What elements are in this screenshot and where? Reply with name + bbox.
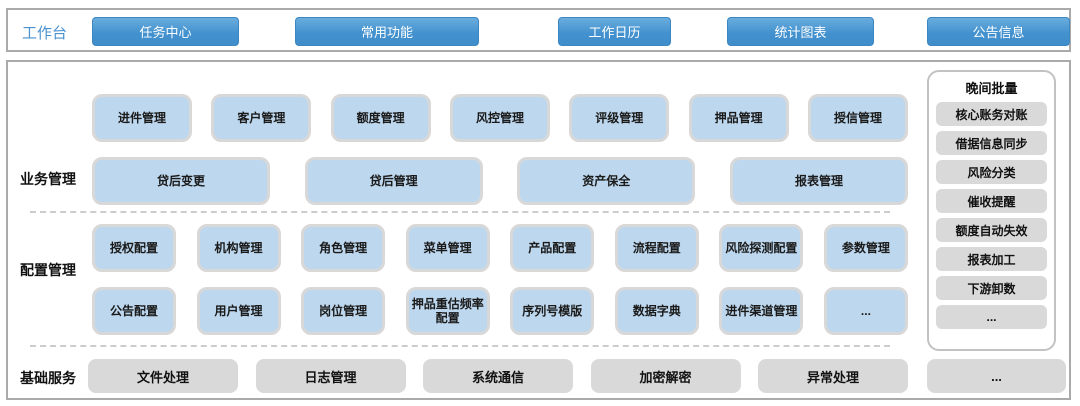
workbench-label: 工作台 <box>22 25 68 42</box>
module-box-more: ... <box>823 287 908 335</box>
batch-item: 风险分类 <box>936 160 1047 184</box>
batch-item: 催收提醒 <box>936 189 1047 213</box>
service-box: 日志管理 <box>255 359 406 393</box>
module-box: 数据字典 <box>614 287 699 335</box>
night-batch-title: 晚间批量 <box>965 81 1018 96</box>
module-box: 机构管理 <box>196 224 281 272</box>
batch-item: 报表加工 <box>936 247 1047 271</box>
module-box: 评级管理 <box>569 94 670 142</box>
section-divider <box>30 345 890 347</box>
module-box: 产品配置 <box>510 224 595 272</box>
service-box-more: ... <box>927 359 1066 393</box>
module-map-panel: 业务管理 配置管理 基础服务 进件管理 客户管理 额度管理 风控管理 评级管理 … <box>6 60 1071 400</box>
base-services-label: 基础服务 <box>20 370 76 386</box>
section-divider <box>30 211 890 213</box>
workbench-button-task-center[interactable]: 任务中心 <box>92 17 239 46</box>
module-box: 押品管理 <box>688 94 789 142</box>
config-row-2: 公告配置 用户管理 岗位管理 押品重估频率配置 序列号模版 数据字典 进件渠道管… <box>92 287 908 335</box>
workbench-button-announcement-info[interactable]: 公告信息 <box>927 17 1070 46</box>
night-batch-panel: 晚间批量 核心账务对账 借据信息同步 风险分类 催收提醒 额度自动失效 报表加工… <box>927 70 1056 351</box>
module-box: 参数管理 <box>823 224 908 272</box>
module-box: 客户管理 <box>211 94 312 142</box>
batch-item: 下游卸数 <box>936 276 1047 300</box>
batch-item: 核心账务对账 <box>936 102 1047 126</box>
service-box: 文件处理 <box>88 359 238 393</box>
module-box: 菜单管理 <box>405 224 490 272</box>
module-box: 贷后变更 <box>92 157 270 205</box>
module-box: 序列号模版 <box>510 287 595 335</box>
config-management-label: 配置管理 <box>20 262 76 278</box>
module-box: 用户管理 <box>196 287 281 335</box>
config-row-1: 授权配置 机构管理 角色管理 菜单管理 产品配置 流程配置 风险探测配置 参数管… <box>92 224 908 272</box>
service-box: 加密解密 <box>590 359 741 393</box>
module-box: 报表管理 <box>729 157 908 205</box>
module-box: 押品重估频率配置 <box>405 287 490 335</box>
module-box: 角色管理 <box>301 224 386 272</box>
service-box: 异常处理 <box>758 359 908 393</box>
module-box: 授信管理 <box>807 94 908 142</box>
batch-item: 借据信息同步 <box>936 131 1047 155</box>
base-services-row: 文件处理 日志管理 系统通信 加密解密 异常处理 <box>88 359 908 393</box>
service-box: 系统通信 <box>423 359 573 393</box>
workbench-button-common-functions[interactable]: 常用功能 <box>295 17 479 46</box>
module-box: 公告配置 <box>92 287 176 335</box>
module-box: 资产保全 <box>517 157 696 205</box>
module-box: 进件渠道管理 <box>719 287 804 335</box>
module-box: 贷后管理 <box>304 157 483 205</box>
module-box: 授权配置 <box>92 224 176 272</box>
module-box: 风控管理 <box>449 94 550 142</box>
batch-item-more: ... <box>936 305 1047 329</box>
business-row-1: 进件管理 客户管理 额度管理 风控管理 评级管理 押品管理 授信管理 <box>92 94 908 142</box>
workbench-button-statistics-charts[interactable]: 统计图表 <box>727 17 874 46</box>
workbench-button-work-calendar[interactable]: 工作日历 <box>558 17 671 46</box>
module-box: 进件管理 <box>92 94 192 142</box>
workbench-bar: 工作台 任务中心 常用功能 工作日历 统计图表 公告信息 <box>6 8 1071 52</box>
module-box: 额度管理 <box>330 94 431 142</box>
business-row-2: 贷后变更 贷后管理 资产保全 报表管理 <box>92 157 908 205</box>
module-box: 岗位管理 <box>301 287 386 335</box>
module-box: 流程配置 <box>614 224 699 272</box>
batch-item: 额度自动失效 <box>936 218 1047 242</box>
module-box: 风险探测配置 <box>719 224 804 272</box>
business-management-label: 业务管理 <box>20 171 76 187</box>
